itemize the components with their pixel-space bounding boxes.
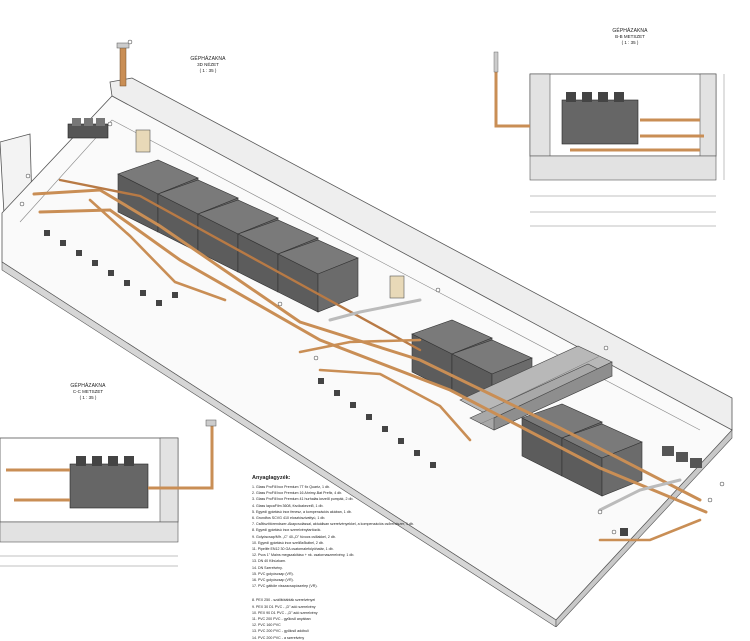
legend-item: 4. Glass lapcaFilm 3608, fúvókakezelő, 1… — [252, 503, 324, 508]
legend-item: 5. Egyedi gyártású inox fenesz, a kompen… — [252, 509, 352, 514]
caption-left-scale: ( 1 : 35 ) — [79, 394, 97, 400]
legend-item: 14. DN Szerelvény. — [252, 565, 283, 570]
legend-item: 10. PEX 90 D1 PVC - „D" adó szerelvény — [252, 610, 318, 615]
legend-item: 2. Glass ProFill box Premium 16 Ahrimy-B… — [252, 491, 343, 496]
legend-item: 7. Csőtisztítórendszer-Akapcsolással, ak… — [252, 522, 414, 527]
legend-item: 9. PEX 30 D1 PVC - „D" adó szerelvény — [252, 604, 316, 609]
nozzle-valves-row — [44, 230, 628, 536]
legend-item: 1. Glass ProFill box Premium 7T fix Quar… — [252, 485, 331, 489]
walkway-grating — [459, 345, 613, 431]
caption-main-subtitle: 3D NÉZET — [197, 62, 219, 68]
legend-item: 17. PVC gáttóle visszacsapószelep (VR). — [252, 584, 318, 589]
legend-item: 12. PVC 160 PVC — [252, 623, 281, 628]
parts-legend: Anyaglagyzék: 1. Glass ProFill box Premi… — [252, 475, 482, 641]
legend-item: 12. Pvcs 1" Mains megszakításo + nk. csa… — [252, 553, 355, 558]
caption-right-subtitle: B-B METSZET — [615, 34, 645, 40]
vent-pipe — [119, 45, 127, 87]
callout-markers — [19, 39, 725, 535]
filter-tank-row-1 — [117, 159, 359, 313]
legend-item: 8. PEX 250 - szállítótáblák szerelvényei — [252, 598, 316, 603]
pipework-main — [32, 178, 708, 542]
caption-right-view: GÉPHÁZAKNA B-B METSZET ( 1 : 35 ) — [600, 28, 660, 46]
caption-main-view: GÉPHÁZAKNA 3D NÉZET ( 1 : 35 ) — [178, 56, 238, 74]
legend-item: 3. Glass ProFill box Premium 41 hurhalás… — [252, 497, 354, 502]
control-cabinet — [135, 129, 151, 153]
pump-block-small — [67, 118, 109, 139]
technical-drawing — [0, 39, 733, 628]
legend-item: 11. Pipelife EN12 30 GA csatornalefolyóh… — [252, 547, 334, 552]
legend-item: 16. PVC golyóscsap (VR). — [252, 578, 294, 583]
caption-left-title: GÉPHÁZAKNA — [70, 383, 106, 389]
pump-block-right — [662, 446, 702, 468]
legend-item: 14. PVC 200 PVC - a szerelvény — [252, 635, 305, 640]
legend-item: 13. DN 40 Kihúzkam. — [252, 559, 286, 564]
legend-item: 8. Egyedi gyártású inox szerelvénytartóz… — [252, 528, 322, 533]
caption-right-title: GÉPHÁZAKNA — [612, 28, 648, 34]
caption-right-scale: ( 1 : 35 ) — [621, 39, 639, 45]
caption-left-subtitle: C-C METSZET — [72, 389, 104, 395]
filter-tank-section-c — [69, 463, 149, 509]
legend-item: 11. PVC 200 PVC - gyűlcső anyában — [252, 617, 311, 622]
legend-item: 10. Egyedi gyártású inox szellőzőkábel, … — [252, 540, 324, 545]
isometric-pit-view — [0, 39, 733, 628]
pit-slab-edge-right — [555, 429, 733, 628]
caption-left-view: GÉPHÁZAKNA C-C METSZET ( 1 : 35 ) — [58, 383, 118, 401]
section-view-c-c — [0, 419, 217, 567]
filter-tank-section-b — [561, 99, 639, 145]
drawing-sheet: GÉPHÁZAKNA 3D NÉZET ( 1 : 35 ) GÉPHÁZAKN… — [0, 28, 733, 640]
legend-title: Anyaglagyzék: — [252, 475, 291, 481]
legend-item: 6. Grundfos SCVG 410 elosztószivattyú, 1… — [252, 516, 326, 521]
section-view-b-b — [493, 51, 725, 227]
legend-item: 9. Golyóscsap/Mfr. „C" 40-„D" fúvocs csi… — [252, 534, 336, 539]
caption-main-title: GÉPHÁZAKNA — [190, 56, 226, 62]
legend-item: 15. PVC golyóscsap (VR). — [252, 571, 294, 576]
caption-main-scale: ( 1 : 35 ) — [199, 67, 217, 73]
control-cabinet-2 — [389, 275, 405, 299]
